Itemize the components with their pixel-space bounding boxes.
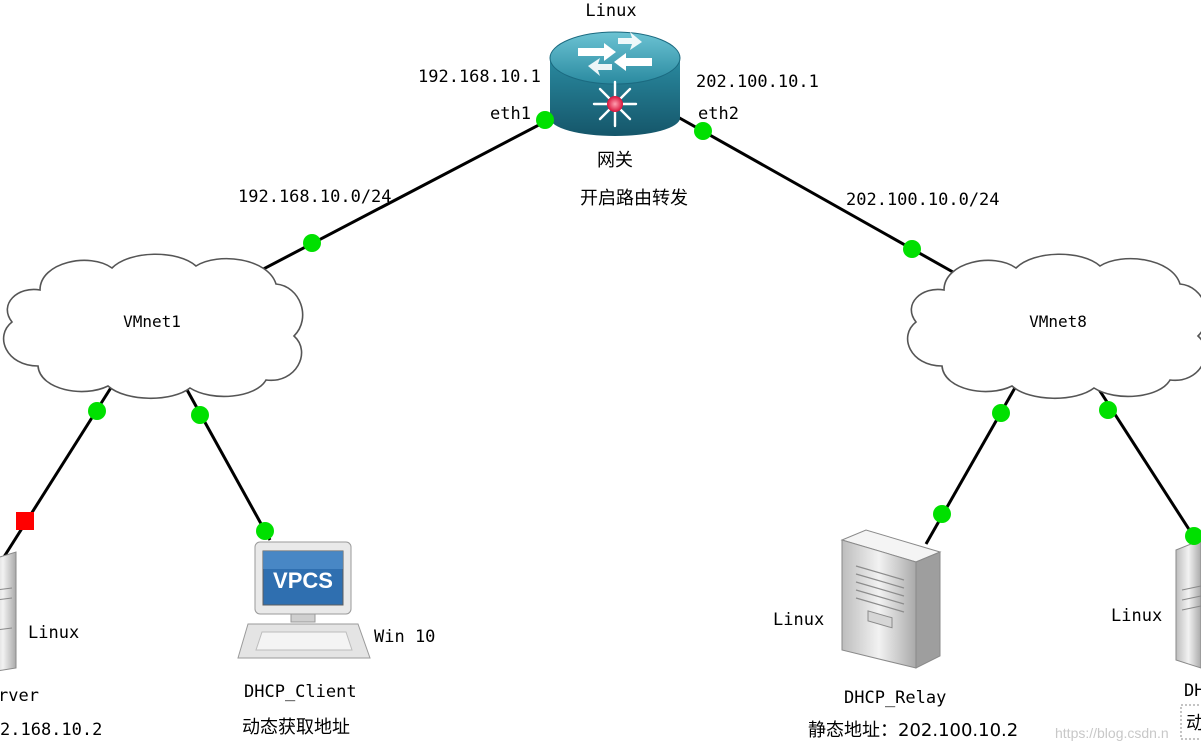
cloud-label-vmnet8: VMnet8 [1029, 312, 1087, 331]
gateway-os-label: Linux [585, 1, 636, 21]
server-icon [0, 551, 17, 671]
cloud-icon [906, 253, 1201, 400]
right-host-name: DH [1184, 681, 1201, 701]
link-up-dot[interactable] [191, 406, 209, 424]
cloud-vmnet1[interactable]: VMnet1 [2, 253, 304, 400]
dhcp-client-name: DHCP_Client [244, 682, 357, 702]
link-up-dot[interactable] [1099, 401, 1117, 419]
router-icon [549, 31, 681, 136]
dhcp-client-os-label: Win 10 [374, 627, 435, 647]
dhcp-relay-os-label: Linux [773, 610, 824, 630]
dhcp-relay-node[interactable]: Linux DHCP_Relay 静态地址：202.100.10.2 [773, 529, 1018, 741]
eth1-ip-label: 192.168.10.1 [418, 67, 541, 87]
link-status-dots [16, 111, 1201, 545]
eth2-label: eth2 [698, 104, 739, 124]
dhcp-server-name: rver [0, 686, 39, 706]
vpcs-screen-text: VPCS [273, 568, 333, 593]
vpcs-pc-icon: VPCS [237, 541, 371, 659]
link-gateway-vmnet1[interactable] [249, 114, 557, 278]
dhcp-client-note: 动态获取地址 [242, 717, 350, 738]
dhcp-client-node[interactable]: VPCS Win 10 DHCP_Client 动态获取地址 [237, 541, 435, 738]
right-host-os-label: Linux [1111, 606, 1162, 626]
link-up-dot[interactable] [694, 122, 712, 140]
link-up-dot[interactable] [88, 402, 106, 420]
link-up-dot[interactable] [933, 505, 951, 523]
link-up-dot[interactable] [1185, 527, 1201, 545]
gateway-note: 开启路由转发 [580, 188, 688, 209]
right-host-node[interactable]: Linux DH 动 [1111, 539, 1201, 740]
gateway-name: 网关 [597, 150, 633, 171]
server-icon [840, 529, 942, 669]
link-down-marker[interactable] [16, 512, 34, 530]
gateway-router[interactable]: Linux 网关 开启路由转发 192.168.10.1 eth1 202.10… [418, 1, 819, 209]
subnet-right-label: 202.100.10.0/24 [846, 190, 1000, 210]
eth2-ip-label: 202.100.10.1 [696, 72, 819, 92]
link-up-dot[interactable] [992, 404, 1010, 422]
dhcp-relay-name: DHCP_Relay [844, 688, 946, 708]
watermark: https://blog.csdn.n [1055, 725, 1169, 741]
right-host-note: 动 [1186, 713, 1201, 734]
dhcp-server-ip: 2.168.10.2 [0, 720, 102, 740]
link-up-dot[interactable] [536, 111, 554, 129]
subnet-left-label: 192.168.10.0/24 [238, 187, 392, 207]
cloud-label-vmnet1: VMnet1 [123, 312, 181, 331]
dhcp-server-os-label: Linux [28, 623, 79, 643]
eth1-label: eth1 [490, 104, 531, 124]
dhcp-relay-note: 静态地址：202.100.10.2 [808, 720, 1018, 741]
cloud-vmnet8[interactable]: VMnet8 [906, 253, 1201, 400]
cloud-icon [2, 253, 304, 400]
dhcp-server-node[interactable]: Linux rver 2.168.10.2 [0, 551, 102, 740]
link-up-dot[interactable] [303, 234, 321, 252]
right-host-note-box [1180, 704, 1201, 740]
link-up-dot[interactable] [903, 240, 921, 258]
link-up-dot[interactable] [256, 522, 274, 540]
server-icon [1175, 539, 1201, 669]
